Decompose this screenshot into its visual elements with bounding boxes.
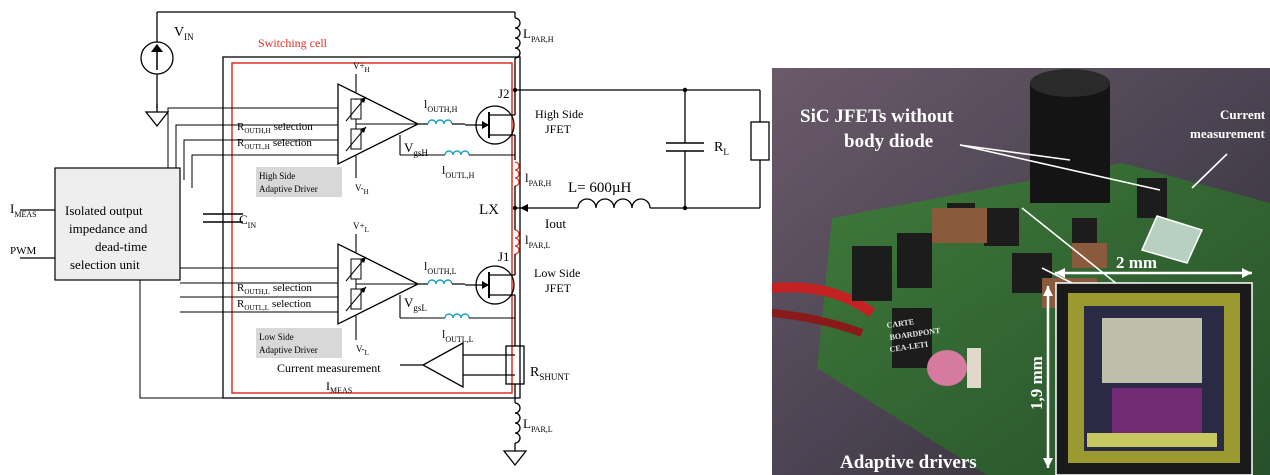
rl-label: RL [714, 140, 729, 157]
board-photo: SiC JFETs without body diode Current mea… [772, 68, 1270, 475]
current-label-line1: Current [1220, 107, 1266, 122]
imeas-out-label: IMEAS [326, 379, 352, 395]
vminus-l-label: V-L [356, 344, 369, 357]
low-driver-label-line1: Low Side [259, 332, 294, 342]
j1-desc-line2: JFET [545, 281, 572, 295]
vplus-l-label: V+L [353, 221, 369, 234]
adaptive-drivers-label: Adaptive drivers [840, 452, 977, 473]
j2-desc-line1: High Side [535, 107, 583, 121]
ioutl-h-inductor [444, 150, 470, 156]
high-side-driver [337, 74, 420, 178]
high-driver-label-line1: High Side [259, 171, 295, 181]
pwm-label: PWM [10, 245, 37, 257]
switching-cell-outline [231, 62, 513, 394]
ioutl-l-label: lOUTL,L [442, 327, 474, 344]
current-label-line2: measurement [1190, 126, 1266, 141]
selection-unit-line1: Isolated output [65, 203, 143, 218]
current-meas-label: Current measurement [277, 361, 381, 375]
dim-2mm-label: 2 mm [1116, 253, 1157, 272]
dim-19mm-label: 1,9 mm [1027, 356, 1046, 410]
rshunt-label: RSHUNT [530, 365, 570, 382]
capacitor-cylinder [1030, 69, 1110, 203]
board-print-line1: CARTE [886, 317, 915, 330]
circuit-schematic: VIN Switching cell LPAR,H J2 High Side J… [10, 11, 770, 466]
cin-label: CIN [239, 212, 256, 230]
high-driver-label-line2: Adaptive Driver [259, 184, 318, 194]
rl-resistor [750, 121, 770, 161]
switching-cell-label: Switching cell [258, 36, 328, 50]
j1-desc-line1: Low Side [534, 266, 580, 280]
j2-label: J2 [498, 86, 510, 101]
lpar-h-inductor [514, 17, 521, 59]
lpar-hmid-label: lPAR,H [525, 170, 551, 188]
low-driver-label-line2: Adaptive Driver [259, 345, 318, 355]
lpar-h-mid-inductor [514, 161, 520, 187]
lpar-l-label: LPAR,L [523, 416, 553, 434]
vgsl-label: VgsL [404, 295, 427, 313]
l-label: L= 600µH [568, 180, 632, 196]
j1-label: J1 [498, 249, 510, 264]
iouth-l-label: lOUTH,L [424, 259, 457, 276]
j2-desc-line2: JFET [545, 122, 572, 136]
imeas-in-label: IMEAS [10, 201, 37, 219]
selection-unit-box [54, 167, 181, 281]
vminus-h-label: V-H [355, 183, 369, 196]
vgsh-label: VgsH [404, 140, 428, 158]
lpar-lmid-label: lPAR,L [525, 232, 550, 250]
sic-label-line2: body diode [844, 131, 933, 152]
iouth-l-inductor [427, 279, 453, 285]
j2-high-side-jfet [465, 105, 516, 160]
lx-label: LX [479, 202, 499, 218]
low-driver-label-bg [256, 328, 342, 358]
ioutl-l-inductor [444, 313, 470, 319]
vplus-h-label: V+H [353, 61, 370, 74]
vin-source: VIN [140, 12, 194, 127]
die-inset [1055, 282, 1253, 475]
outer-box [222, 56, 521, 399]
load-inductor [577, 198, 651, 209]
vin-label: VIN [174, 25, 194, 42]
selection-wires [139, 107, 338, 399]
iouth-h-label: lOUTH,H [424, 97, 458, 114]
low-side-driver [337, 234, 420, 340]
sic-label-line1: SiC JFETs without [800, 106, 954, 127]
lpar-l-mid-inductor [514, 229, 520, 255]
selection-unit-line2: impedance and [69, 221, 148, 236]
ioutl-h-label: lOUTL,H [442, 163, 475, 180]
rshunt-resistor [505, 345, 525, 385]
j1-low-side-jfet [465, 265, 516, 305]
current-meas-amp [421, 341, 464, 389]
iout-label: Iout [545, 216, 566, 231]
selection-unit-line4: selection unit [70, 257, 140, 272]
selection-unit-line3: dead-time [95, 239, 147, 254]
high-driver-label-bg [256, 167, 342, 197]
lpar-h-label: LPAR,H [523, 26, 554, 44]
lpar-l-inductor [514, 402, 521, 444]
iouth-h-inductor [427, 119, 453, 125]
